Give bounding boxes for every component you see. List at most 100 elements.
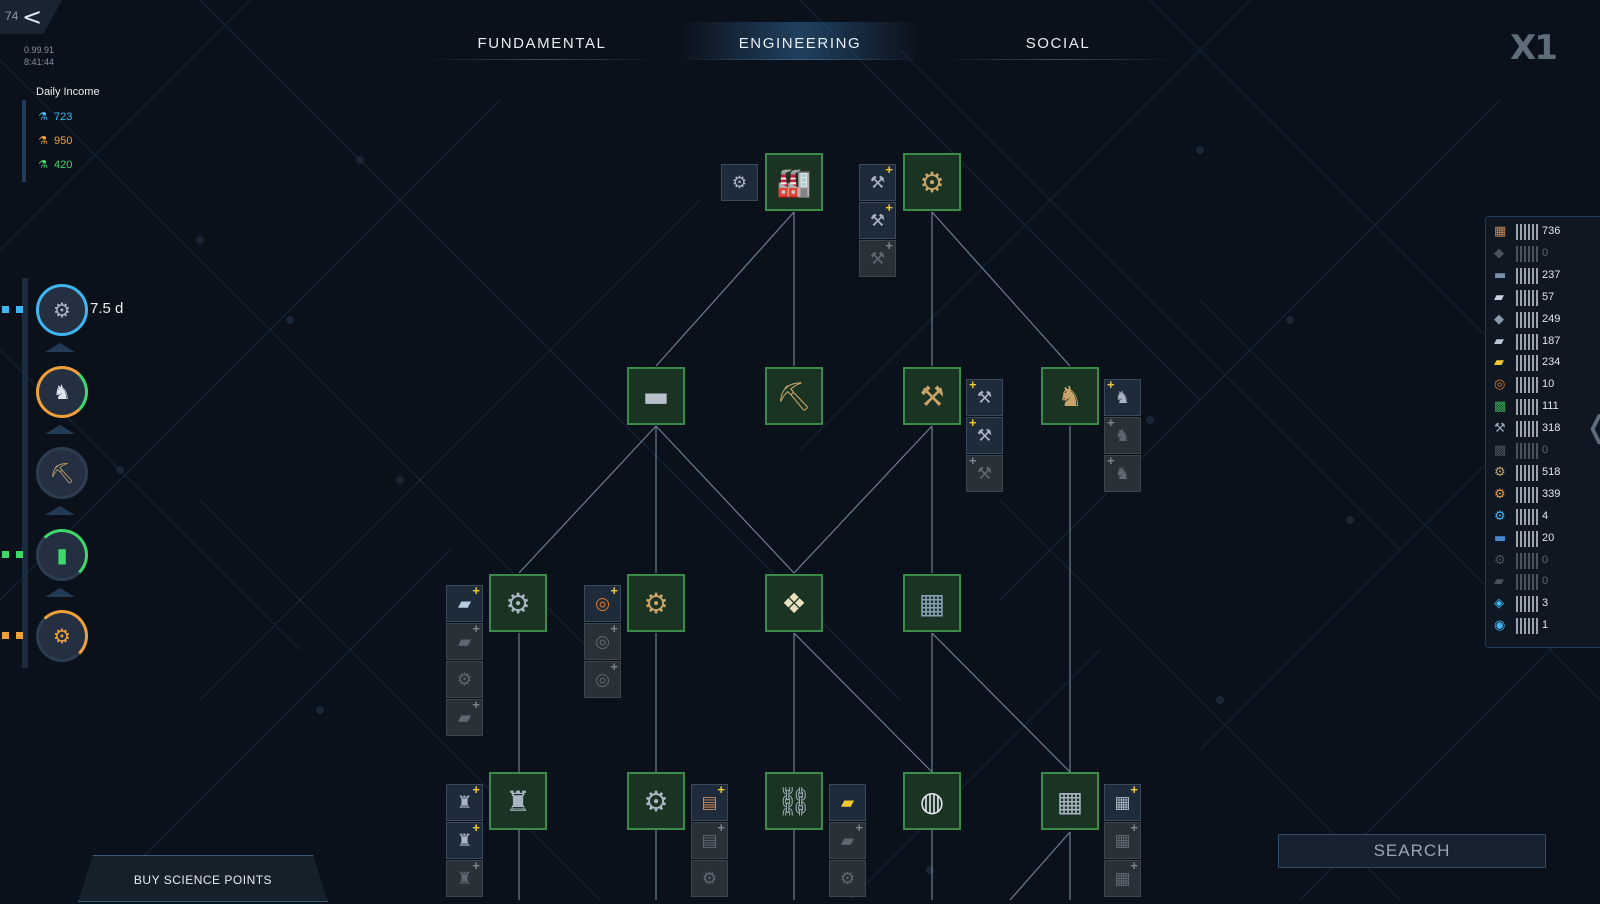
tech-node-wire-machine[interactable]: ⚙ [627,574,685,632]
tech-sub-upgrade[interactable]: ▦+ [1104,782,1141,821]
tab-engineering[interactable]: ENGINEERING [680,22,920,60]
version-label: 0.99.91 [24,45,55,55]
tech-node-crystals[interactable]: ❖ [765,574,823,632]
tech-sub-upgrade[interactable]: ⚒+ [966,415,1003,454]
blue-tube-icon: ▬ [1494,530,1507,546]
tech-sub-upgrade[interactable]: ▰+ [446,583,483,622]
queue-item-2[interactable]: ♞ [36,366,88,418]
buy-science-points-button[interactable]: BUY SCIENCE POINTS [78,855,328,902]
tech-node-processor[interactable]: ▦ [1041,772,1099,830]
copper-wire-icon: ◎ [1494,377,1506,393]
resource-panel: ▦736◆0▬237▰57◆249▰187▰234◎10▩111⚒318▩0⚙5… [1485,216,1600,648]
tech-sub-upgrade-locked[interactable]: ▤+ [691,820,728,859]
resource-value: 20 [1542,531,1555,544]
tech-sub-upgrade-locked[interactable]: ♜+ [446,858,483,897]
resource-row: ▩0 [1494,442,1594,462]
tech-sub-upgrade-locked[interactable]: ▰+ [446,697,483,736]
tech-node-storage-pod[interactable]: ◍ [903,772,961,830]
tech-sub-upgrade-locked[interactable]: ⚒+ [966,453,1003,492]
tech-sub-upgrade-locked[interactable]: ♞+ [1104,415,1141,454]
queue-chevron-icon [45,506,75,515]
plus-icon: + [717,820,725,835]
tech-node-engine[interactable]: ⚙ [627,772,685,830]
tech-sub-upgrade-locked[interactable]: ⚒+ [859,238,896,277]
queue-item-3[interactable]: ⛏ [36,447,88,499]
tech-node-robot-arm[interactable]: ♞ [1041,367,1099,425]
panel-collapse-chevron-icon[interactable]: ❬ [1584,410,1600,445]
tech-node-robot-factory[interactable]: 🏭 [765,153,823,211]
queue-chevron-icon [45,425,75,434]
wood-crate-icon: ▦ [1494,224,1507,239]
resource-row: ⚙339 [1494,486,1594,506]
plus-icon: + [472,782,480,797]
tech-sub-upgrade[interactable]: ♜+ [446,782,483,821]
resource-value: 1 [1542,619,1549,632]
parts-icon: ⚙ [701,868,718,889]
tech-node-drill[interactable]: ⚒ [903,367,961,425]
tech-sub-upgrade-locked[interactable]: ⚙ [829,860,866,897]
tech-sub-upgrade-locked[interactable]: ▰+ [446,621,483,660]
tech-sub-upgrade[interactable]: ♜+ [446,820,483,859]
tech-sub-upgrade-locked[interactable]: ▦+ [1104,858,1141,897]
tech-node-solar-panels[interactable]: ▦ [903,574,961,632]
machine-icon: ⚒ [869,210,886,231]
tech-sub-upgrade[interactable]: ▤+ [691,782,728,821]
queue-item-4[interactable]: ▮ [36,529,88,581]
tech-sub-upgrade-locked[interactable]: ♞+ [1104,453,1141,492]
tech-sub-upgrade[interactable]: ♞+ [1104,377,1141,416]
chip-icon: ▦ [1114,792,1131,813]
glass-panel-icon: ▰ [457,593,472,614]
tech-node-steel-plate[interactable]: ▬ [627,367,685,425]
drill-vehicle-icon: ⛏ [49,461,75,485]
queue-item-1[interactable]: ⚙ [36,284,88,336]
copper-coil-icon: ◎ [595,631,610,652]
tab-social[interactable]: SOCIAL [938,22,1178,60]
tech-sub-upgrade-locked[interactable]: ⚙ [691,860,728,897]
tech-sub-upgrade-locked[interactable]: ▰+ [829,820,866,859]
tech-sub-upgrade[interactable]: ⚒+ [859,200,896,239]
income-value: 420 [54,159,73,171]
dark-gear-icon: ⚙ [1494,552,1506,568]
queue-dash-orange [16,632,23,639]
mech-unit-icon: ⚙ [505,586,531,620]
queue-chevron-icon [45,343,75,352]
tech-sub-upgrade-locked[interactable]: ◎+ [584,621,621,660]
tech-sub-upgrade-locked[interactable]: ⚙ [446,661,483,698]
dark-panel-icon: ▰ [1494,574,1504,590]
tech-sub-upgrade[interactable]: ⚒+ [966,377,1003,416]
resource-value: 0 [1542,246,1549,259]
tech-node-generator[interactable]: ♜ [489,772,547,830]
search-input[interactable] [1278,834,1546,868]
tech-node-conveyor[interactable]: ⛓ [765,772,823,830]
tech-sub-upgrade-locked[interactable]: ▦+ [1104,820,1141,859]
ore-icon: ◆ [1494,311,1504,327]
tech-node-assembler[interactable]: ⚙ [903,153,961,211]
resource-row: ◆249 [1494,311,1594,331]
concrete-block-icon: ▰ [1494,333,1504,349]
queue-item-5[interactable]: ⚙ [36,610,88,662]
tab-fundamental[interactable]: FUNDAMENTAL [422,22,662,60]
robot-icon: ♜ [456,792,473,813]
resource-value: 4 [1542,509,1549,522]
plus-icon: + [717,782,725,797]
robot-arm-icon: ♞ [1057,379,1083,413]
income-value: 723 [54,111,73,123]
tech-sub-upgrade[interactable]: ⚒+ [859,162,896,201]
tech-sub-upgrade[interactable]: ◎+ [584,583,621,622]
tech-sub-upgrade[interactable]: ▰ [829,784,866,821]
tech-sub-item[interactable]: ⚙ [721,164,758,201]
gold-bar-icon: ▰ [840,792,855,813]
tech-node-excavator[interactable]: ⛏ [765,367,823,425]
machine-icon: ⚒ [869,248,886,269]
tech-sub-upgrade-locked[interactable]: ◎+ [584,659,621,698]
conveyor-belt-icon: ⛓ [776,784,812,818]
glass-panel-icon: ▰ [457,631,472,652]
resource-value: 339 [1542,487,1561,500]
resource-gauge [1516,618,1538,635]
resource-row: ▰0 [1494,573,1594,593]
drill-icon: ⚒ [919,379,945,413]
brick-icon: ▤ [701,830,718,851]
tech-node-mech-unit[interactable]: ⚙ [489,574,547,632]
resource-gauge [1516,443,1538,459]
